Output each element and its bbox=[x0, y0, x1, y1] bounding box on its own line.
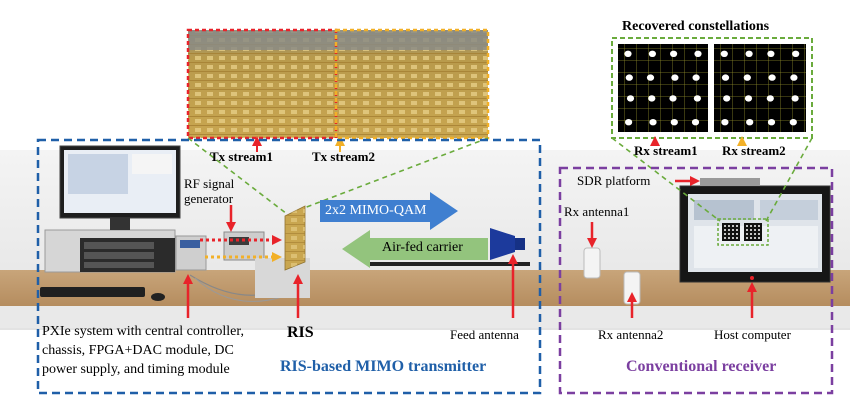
transmitter-title: RIS-based MIMO transmitter bbox=[280, 358, 487, 375]
constellation-stream2 bbox=[720, 50, 800, 126]
mouse bbox=[151, 293, 165, 301]
constellation-inset bbox=[611, 37, 813, 146]
stream2-point-5 bbox=[743, 74, 751, 81]
stream1-point-15 bbox=[691, 119, 700, 126]
stream2-point-6 bbox=[768, 74, 776, 81]
host-screen-constellations bbox=[717, 218, 769, 246]
stream1-point-9 bbox=[648, 95, 656, 102]
stream1-point-5 bbox=[646, 74, 655, 81]
left-monitor bbox=[59, 145, 181, 230]
rx-stream2-label: Rx stream2 bbox=[722, 143, 786, 158]
sdr-platform-label: SDR platform bbox=[577, 173, 651, 188]
rx-antenna1 bbox=[583, 247, 601, 279]
stream2-point-3 bbox=[792, 50, 800, 57]
air-fed-carrier-arrow bbox=[342, 230, 488, 268]
mimo-arrow-label: 2x2 MIMO-QAM bbox=[325, 203, 427, 218]
stream2-point-14 bbox=[767, 119, 776, 126]
host-computer-label: Host computer bbox=[714, 327, 791, 342]
stream2-point-15 bbox=[789, 119, 797, 126]
stream1-point-6 bbox=[671, 74, 679, 81]
carrier-arrow-label: Air-fed carrier bbox=[382, 240, 463, 255]
stream2-point-9 bbox=[744, 95, 753, 102]
stream2-point-10 bbox=[766, 95, 774, 102]
stream1-point-3 bbox=[694, 50, 702, 57]
stream2-point-11 bbox=[791, 95, 799, 102]
feed-antenna-label: Feed antenna bbox=[450, 327, 519, 342]
stream2-point-7 bbox=[790, 74, 798, 81]
stream1-point-8 bbox=[626, 95, 635, 102]
keyboard bbox=[40, 287, 145, 297]
stream2-point-8 bbox=[723, 95, 731, 102]
receiver-box bbox=[558, 166, 834, 395]
pxie-system bbox=[44, 229, 207, 273]
tx-stream1-label: Tx stream1 bbox=[210, 149, 273, 164]
label-pointer-arrows bbox=[183, 176, 757, 318]
stream1-point-4 bbox=[625, 74, 633, 81]
sdr-platform bbox=[700, 178, 760, 186]
receiver-title: Conventional receiver bbox=[626, 358, 777, 375]
transmitter-box bbox=[36, 138, 542, 395]
stream2-point-2 bbox=[767, 50, 775, 57]
stream2-point-1 bbox=[745, 50, 753, 57]
stream1-point-2 bbox=[670, 50, 678, 57]
pxie-label: PXIe system with central controller, cha… bbox=[42, 324, 244, 377]
stream2-point-12 bbox=[721, 119, 729, 126]
rf-generator-label: RF signal generator bbox=[184, 176, 235, 206]
rail bbox=[370, 262, 530, 266]
stream1-point-7 bbox=[692, 74, 700, 81]
rx2-pointer bbox=[737, 136, 747, 146]
stream2-point-4 bbox=[721, 74, 730, 81]
ris-zoom-inset bbox=[186, 28, 490, 152]
rx1-pointer bbox=[650, 136, 660, 146]
stream1-point-10 bbox=[669, 95, 677, 102]
stream1-point-0 bbox=[624, 50, 632, 57]
feed-antenna bbox=[490, 228, 525, 260]
mimo-qam-arrow bbox=[320, 192, 458, 230]
ris-board bbox=[255, 205, 310, 298]
stream2-point-0 bbox=[720, 50, 728, 57]
stream1-region bbox=[186, 28, 338, 140]
stream1-point-13 bbox=[649, 119, 657, 126]
rx-antenna2-label: Rx antenna2 bbox=[598, 327, 664, 342]
rx-antenna1-label: Rx antenna1 bbox=[564, 204, 630, 219]
stream-feed-arrows bbox=[200, 235, 282, 262]
rx-stream1-label: Rx stream1 bbox=[634, 143, 698, 158]
stream2-region bbox=[334, 28, 490, 140]
constellations-title: Recovered constellations bbox=[622, 19, 770, 34]
constellation-stream1 bbox=[624, 50, 702, 126]
stream1-point-12 bbox=[625, 119, 633, 126]
zoom-projection-lines bbox=[187, 137, 813, 222]
stream1-point-1 bbox=[648, 50, 657, 57]
stream1-point-11 bbox=[693, 95, 702, 102]
ris-label: RIS bbox=[287, 324, 314, 341]
floor-area bbox=[0, 306, 850, 328]
stream1-pointer bbox=[252, 136, 262, 146]
mini-points bbox=[724, 225, 760, 239]
stream1-point-14 bbox=[670, 119, 678, 126]
stream2-point-13 bbox=[746, 119, 754, 126]
rf-signal-generator bbox=[223, 231, 265, 261]
tx-stream2-label: Tx stream2 bbox=[312, 149, 375, 164]
